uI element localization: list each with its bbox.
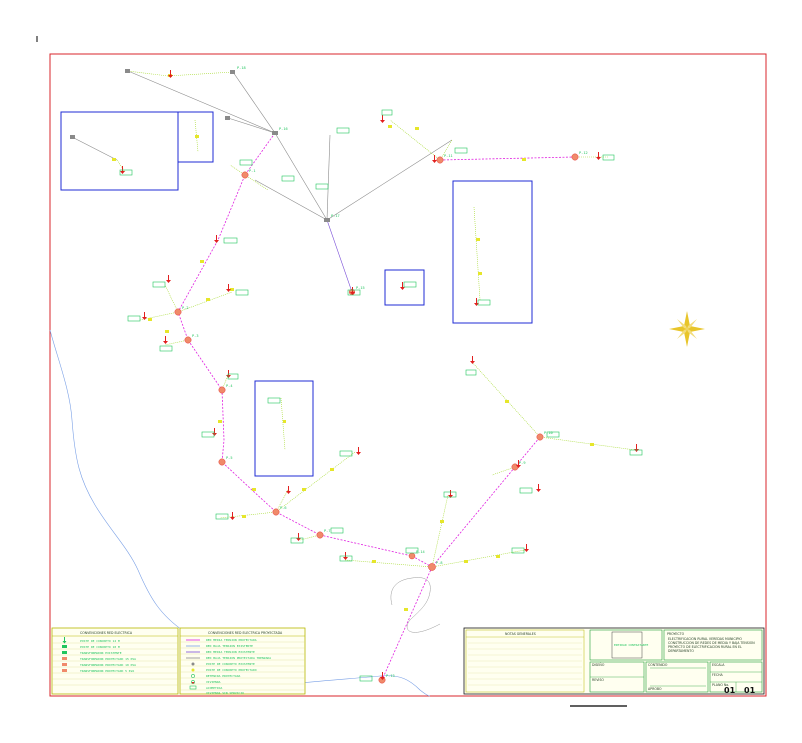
title-block: NOTAS GENERALES ENTIDAD CONTRATANTE PROY…	[463, 627, 765, 695]
node-label: P-17	[331, 214, 340, 218]
legend-projected-item: ACOMETIDA	[206, 686, 222, 690]
node-label: P-4	[226, 384, 233, 388]
orange-square-icon	[62, 657, 67, 660]
reviewed-label: REVISO	[592, 678, 604, 682]
green-square-icon	[62, 651, 67, 654]
legend-existing-item: TRANSFORMADOR EXISTENTE	[80, 651, 122, 655]
sheet-total: 01	[744, 686, 756, 695]
pole-icon	[191, 662, 195, 666]
north-arrow-icon	[669, 311, 705, 347]
legend-projected-item: RED MEDIA TENSION PROYECTADA	[206, 638, 257, 642]
logo-text: ENTIDAD CONTRATANTE	[614, 643, 649, 647]
inset-frame-2	[177, 111, 214, 163]
node-label: P-6	[280, 506, 287, 510]
legend-projected-rows	[180, 641, 305, 691]
node-label: P-16	[279, 127, 288, 131]
house-squares	[119, 109, 643, 682]
legend-existing: CONVENCIONES RED ELECTRICA POSTE DE CONC…	[51, 627, 179, 695]
pole-icon	[191, 668, 195, 672]
inset-frame-4	[384, 269, 425, 306]
scale-label: ESCALA	[712, 663, 725, 667]
notes-rows	[468, 642, 582, 686]
legend-existing-item: TRANSFORMADOR PROYECTADO 10 KVA	[80, 663, 136, 667]
inset-frame-1	[60, 111, 179, 191]
legend-existing-item: POSTE DE CONCRETO 12 M	[80, 639, 120, 643]
legend-existing-item: TRANSFORMADOR PROYECTADO 5 KVA	[80, 669, 134, 673]
node-label: P-5	[226, 456, 233, 460]
arrow-icon	[191, 679, 195, 684]
date-label: FECHA	[712, 673, 723, 677]
legend-projected-item: POSTE DE CONCRETO EXISTENTE	[206, 662, 255, 666]
legend-existing-rows	[52, 642, 178, 686]
orange-square-icon	[62, 669, 67, 672]
legend-projected: CONVENCIONES RED ELECTRICA PROYECTADA RE…	[179, 627, 306, 695]
green-square-icon	[62, 645, 67, 648]
legend-projected-item: RED BAJA TENSION PROYECTADA TRENZADA	[206, 656, 271, 660]
plan-label: PLANO No.	[712, 683, 729, 687]
content-label: CONTENIDO	[648, 663, 668, 667]
legend-existing-title: CONVENCIONES RED ELECTRICA	[80, 631, 133, 635]
project-label: PROYECTO	[667, 632, 685, 636]
legend-projected-item: RETENIDA PROYECTADA	[206, 674, 241, 678]
green-circle-icon	[191, 674, 195, 678]
inset-frames	[60, 111, 533, 477]
arrow-icon	[62, 637, 67, 644]
river-lower	[299, 675, 431, 697]
project-text: ELECTRIFICACION RURAL VEREDAS MUNICIPIO …	[668, 637, 755, 653]
node-label: P-8	[436, 561, 443, 565]
node-label: P-2	[182, 306, 189, 310]
river	[49, 329, 213, 661]
node-labels: P-1 P-2 P-3 P-4 P-5 P-6 P-7 P-8 P-9 P-10…	[182, 66, 588, 678]
existing-poles	[70, 69, 330, 222]
orange-square-icon	[62, 663, 67, 666]
node-label: P-11	[444, 154, 453, 158]
legend-projected-item: VIVIENDA SIN SERVICIO	[206, 691, 244, 695]
transformer-nodes	[174, 153, 579, 684]
approved-label: APROBO	[648, 687, 662, 691]
node-label: P-18	[237, 66, 246, 70]
mv-lines	[177, 132, 576, 681]
notes-title: NOTAS GENERALES	[505, 632, 536, 636]
legend-projected-item: VIVIENDA	[206, 680, 221, 684]
inset-frame-3	[452, 180, 533, 324]
inset-frame-5	[254, 380, 314, 477]
node-label: P-1	[249, 169, 256, 173]
legend-projected-item: POSTE DE CONCRETO PROYECTADO	[206, 668, 257, 672]
green-square-icon	[189, 685, 197, 690]
projected-poles	[112, 74, 594, 611]
existing-lines	[71, 70, 453, 221]
node-label: P-15	[356, 286, 365, 290]
node-label: P-10	[544, 431, 553, 435]
node-label: P-9	[519, 461, 526, 465]
legend-projected-item: RED BAJA TENSION EXISTENTE	[206, 644, 253, 648]
node-label: P-7	[324, 529, 331, 533]
sheet-number: 01	[724, 686, 736, 695]
lv-lines	[116, 70, 636, 568]
legend-existing-item: TRANSFORMADOR PROYECTADO 15 KVA	[80, 657, 136, 661]
legend-projected-title: CONVENCIONES RED ELECTRICA PROYECTADA	[208, 631, 283, 635]
legend-existing-item: POSTE DE CONCRETO 10 M	[80, 645, 120, 649]
node-label: P-12	[579, 151, 588, 155]
node-label: P-3	[192, 334, 199, 338]
node-label: P-13	[386, 674, 395, 678]
node-label: P-14	[416, 550, 425, 554]
sheet-border	[49, 53, 767, 697]
road	[390, 577, 441, 633]
new-line	[326, 219, 353, 293]
designed-label: DISEÑO	[592, 662, 605, 667]
legend-projected-item: RED MEDIA TENSION EXISTENTE	[206, 650, 255, 654]
